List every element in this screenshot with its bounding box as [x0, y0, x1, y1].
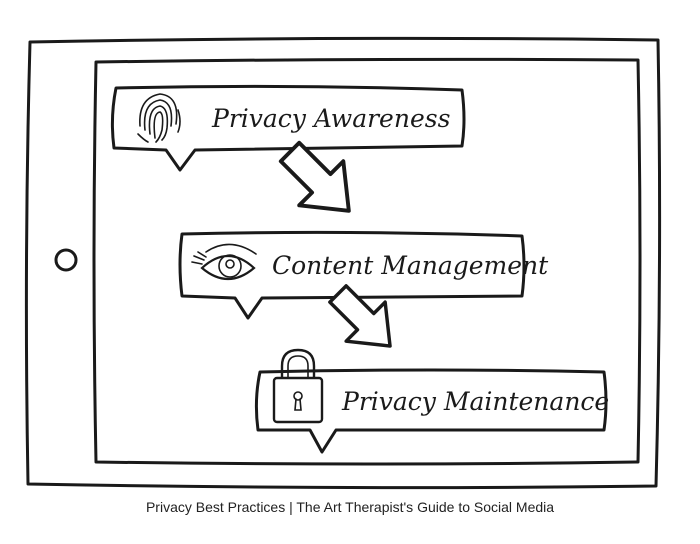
arrow-down-right	[278, 140, 351, 213]
bubble-privacy-maintenance	[254, 368, 608, 454]
arrow-down-right	[328, 284, 392, 348]
tablet-screen	[92, 57, 642, 466]
step-label: Privacy Maintenance	[341, 387, 609, 416]
bubble-content-management	[178, 230, 526, 320]
step-label: Content Management	[272, 251, 549, 280]
tablet-frame	[24, 36, 662, 490]
padlock-icon	[272, 348, 324, 424]
step-label: Privacy Awareness	[211, 104, 450, 133]
fingerprint-icon	[137, 93, 181, 143]
eye-icon	[191, 243, 257, 281]
bubble-privacy-awareness	[110, 84, 466, 172]
caption: Privacy Best Practices | The Art Therapi…	[145, 499, 555, 515]
home-button	[54, 248, 78, 272]
